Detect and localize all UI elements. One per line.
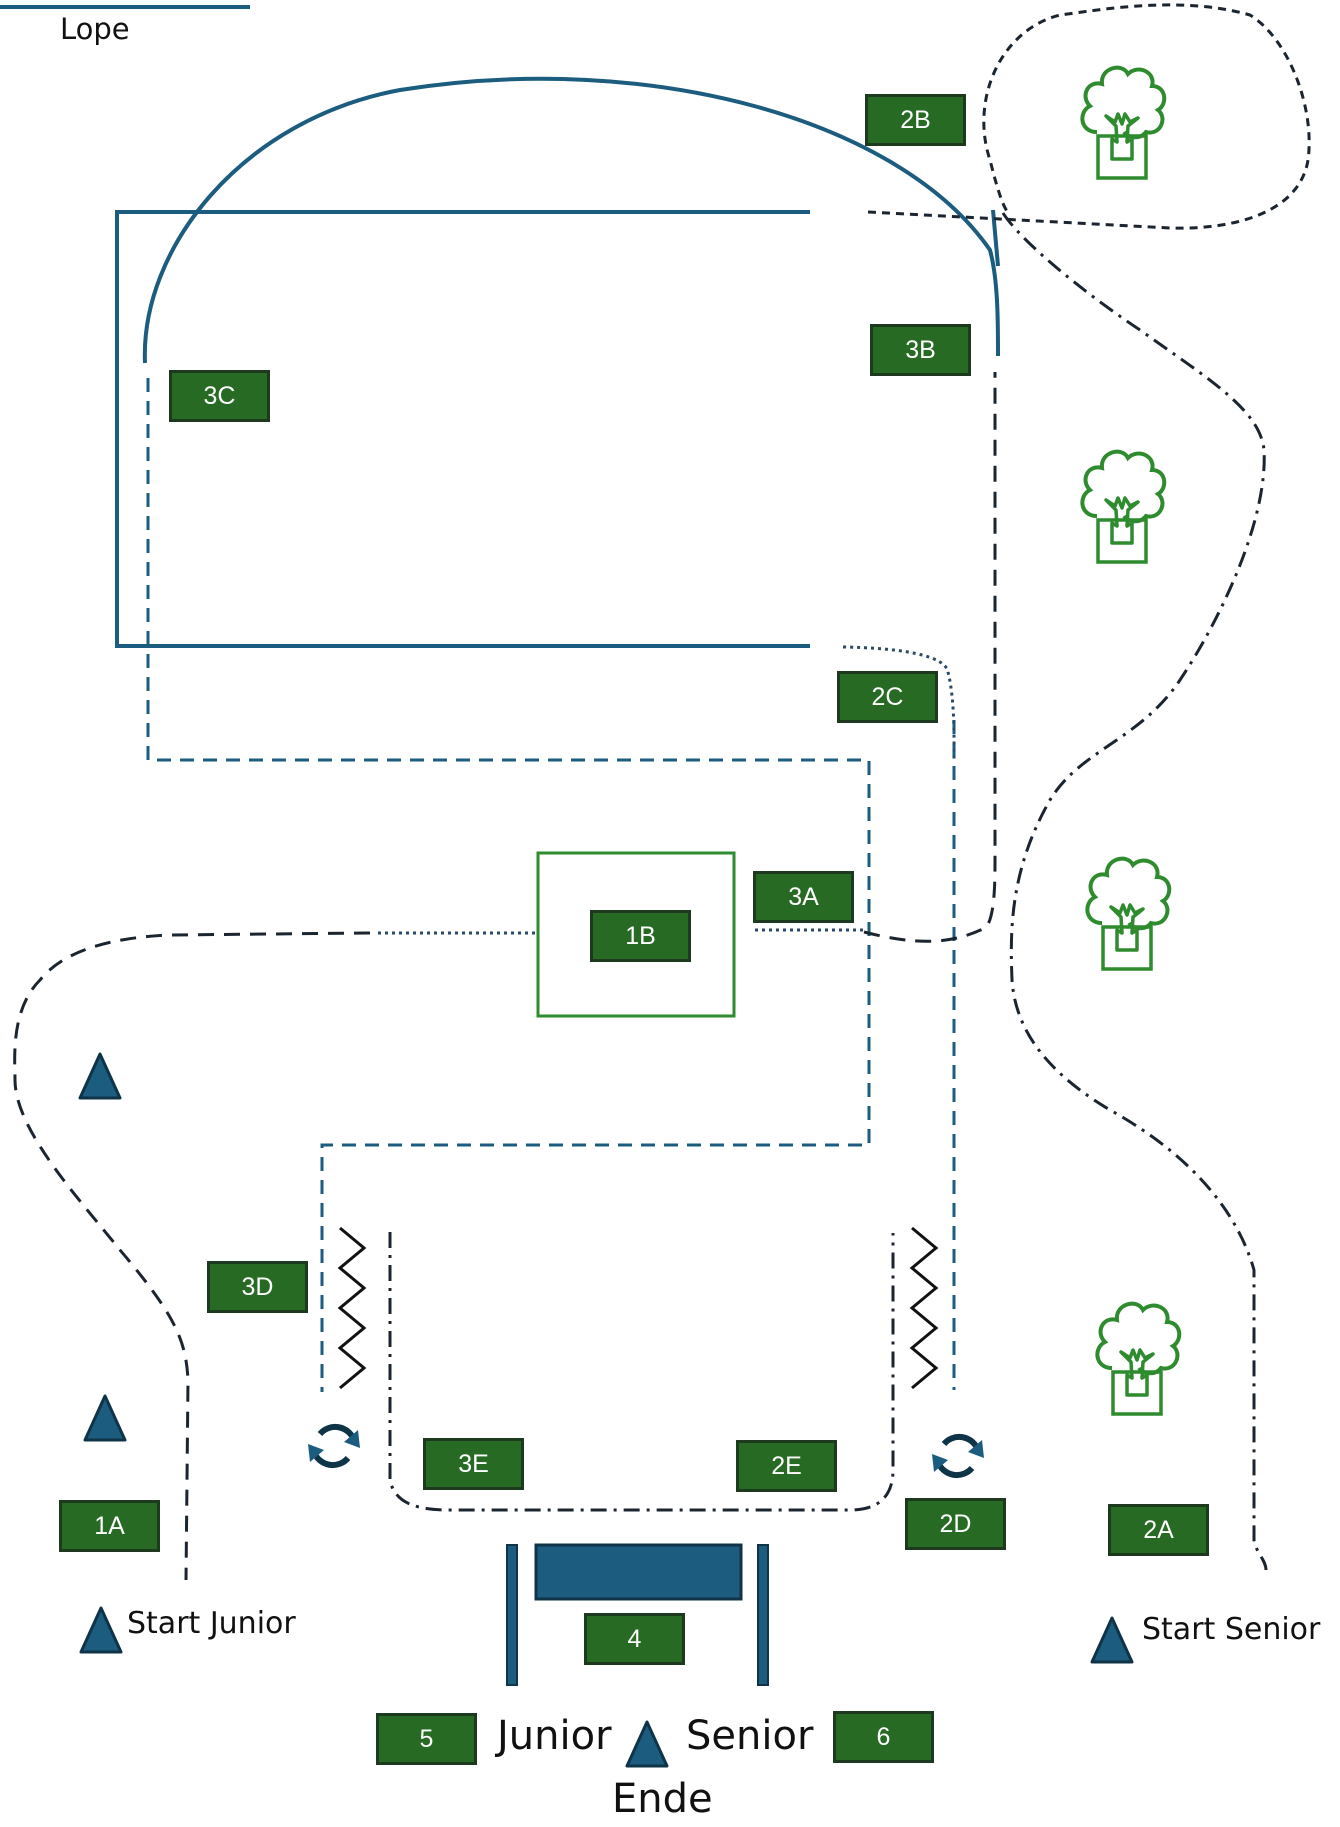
start-senior-label: Start Senior: [1142, 1612, 1321, 1647]
cone-icon: [79, 1606, 123, 1654]
station-6: 6: [833, 1711, 934, 1763]
station-5: 5: [376, 1713, 477, 1765]
zigzag-icon: [910, 1226, 938, 1390]
dotted-connectors: [378, 645, 956, 935]
rotate-icon: [932, 1437, 984, 1475]
station-2a: 2A: [1108, 1504, 1209, 1556]
station-4: 4: [584, 1613, 685, 1665]
finish-junior-label: Junior: [497, 1713, 612, 1759]
arena-outline: [115, 76, 1000, 648]
station-3d: 3D: [207, 1261, 308, 1313]
station-3b: 3B: [870, 324, 971, 376]
cone-icon: [78, 1052, 122, 1100]
station-3a: 3A: [753, 871, 854, 923]
tree-icon: [1080, 65, 1167, 180]
tree-icon: [1080, 449, 1167, 564]
cone-icon: [1090, 1616, 1134, 1664]
pen-1b: [536, 851, 736, 1018]
station-2e: 2E: [736, 1440, 837, 1492]
rotate-icon: [308, 1427, 360, 1465]
start-junior-label: Start Junior: [127, 1606, 296, 1641]
station-3c: 3C: [169, 370, 270, 422]
route-senior: [388, 212, 1268, 1571]
tree-icon: [1085, 856, 1172, 971]
station-2d: 2D: [905, 1498, 1006, 1550]
legend-label: Lope: [60, 12, 130, 46]
finish-senior-label: Senior: [686, 1713, 814, 1759]
gate-icon: [506, 1543, 769, 1686]
zigzag-icon: [338, 1226, 366, 1390]
station-2b: 2B: [865, 94, 966, 146]
station-3e: 3E: [423, 1438, 524, 1490]
route-junior: [13, 372, 997, 1581]
station-2c: 2C: [837, 671, 938, 723]
station-1b: 1B: [590, 910, 691, 962]
finish-label: Ende: [612, 1776, 713, 1822]
cone-icon: [83, 1394, 127, 1442]
station-1a: 1A: [59, 1500, 160, 1552]
route-3-dashed: [146, 378, 956, 1392]
tree-icon: [1095, 1301, 1182, 1416]
cone-icon: [625, 1720, 669, 1768]
forest-boundary: [867, 3, 1311, 230]
